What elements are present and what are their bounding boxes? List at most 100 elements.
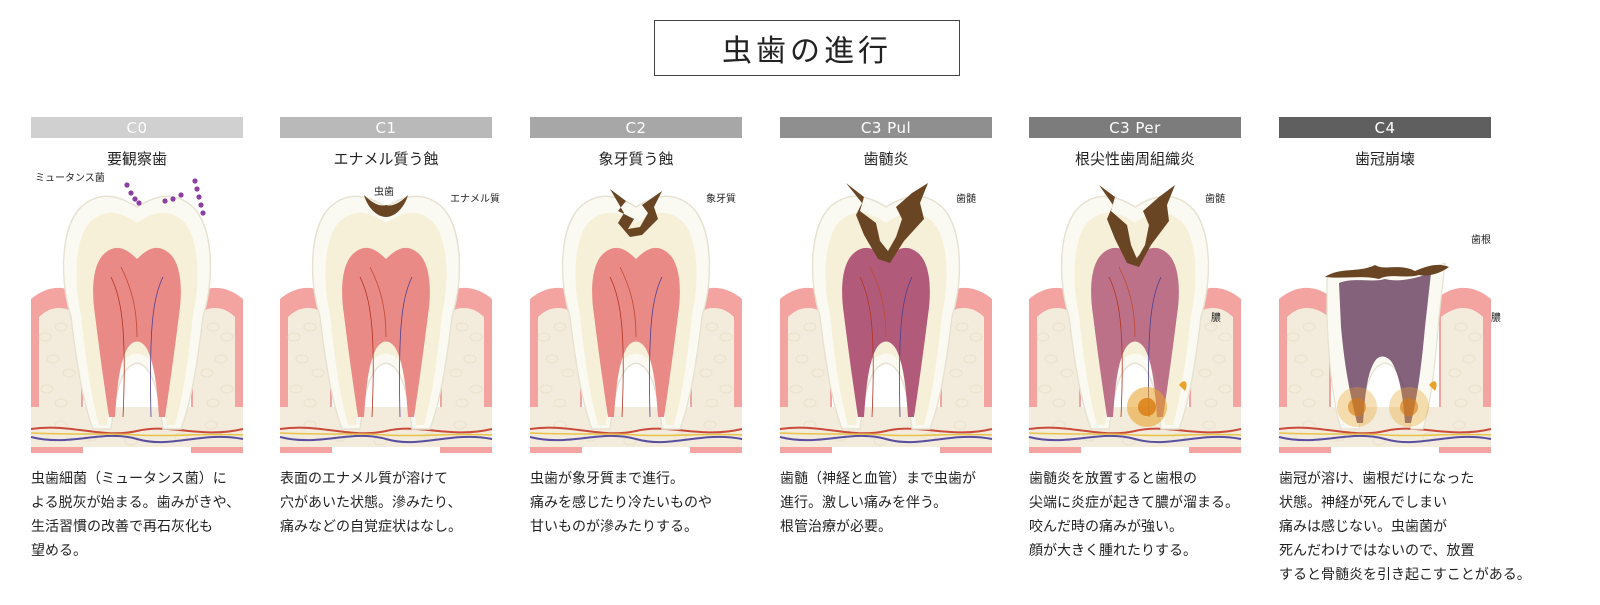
stage-description: 虫歯が象牙質まで進行。 痛みを感じたり冷たいものや 甘いものが滲みたりする。 (530, 471, 712, 535)
stage-c3-per: C3 Per 根尖性歯周組織炎 歯髄 膿 歯髄炎を放置すると歯根の 尖端に炎症が… (1028, 117, 1242, 559)
bone-cell (1212, 354, 1226, 364)
decay-cavity (610, 189, 662, 237)
callout-label: 歯髄 (956, 194, 976, 205)
nerve-line (779, 432, 993, 437)
bone-cell (1286, 332, 1300, 342)
tooth-illustration (1278, 262, 1492, 453)
artery-line (779, 426, 993, 435)
bacteria (124, 178, 206, 216)
bacterium (194, 186, 200, 192)
bone-cell (1204, 322, 1218, 332)
pus-drop (1179, 381, 1187, 391)
vein-line (30, 434, 244, 444)
pulp-vessel (150, 276, 164, 418)
bone-cell (1052, 322, 1066, 332)
bone-cell (1204, 398, 1218, 408)
bone-cell (1036, 332, 1050, 342)
bone-cell (1448, 368, 1462, 378)
pulp-vessels (359, 266, 413, 418)
stage-code-badge: C3 Pul (780, 117, 992, 138)
bone-cell (1302, 398, 1316, 408)
bone-cell (713, 354, 727, 364)
bone-cell (220, 384, 234, 394)
stage-name: 象牙質う蝕 (598, 150, 674, 168)
nerve-line (529, 432, 743, 437)
bone-cell (1468, 332, 1482, 342)
callout-label: 虫歯 (374, 187, 394, 198)
bacterium (178, 192, 184, 198)
bone-cell (949, 368, 963, 378)
stage-description: 歯髄炎を放置すると歯根の 尖端に炎症が起きて膿が溜まる。 咬んだ時の痛みが強い。… (1029, 471, 1239, 559)
bone-cell (1294, 354, 1308, 364)
tooth-illustration (529, 189, 743, 453)
bone-cell (1302, 322, 1316, 332)
bone-cell (795, 354, 809, 364)
bacterium (162, 198, 168, 204)
stage-description: 歯髄（神経と血管）まで虫歯が 進行。激しい痛みを伴う。 根管治療が必要。 (780, 471, 976, 535)
bone-cell (206, 322, 220, 332)
bone-cell (803, 322, 817, 332)
nerve-line (1028, 432, 1242, 437)
pulp-vessel (619, 266, 637, 338)
bone-right (692, 307, 734, 435)
bone-texture (1286, 322, 1482, 446)
callout-label: 膿 (1211, 313, 1221, 324)
pus-core (1348, 398, 1366, 416)
artery-line (529, 426, 743, 435)
pulp-vessel (869, 266, 887, 338)
bone-texture (287, 322, 483, 446)
bone-right (1441, 307, 1483, 435)
artery-line (30, 426, 244, 435)
bone-cell (303, 398, 317, 408)
bone-texture (38, 322, 234, 446)
bone-cell (1452, 420, 1466, 430)
bone-cell (469, 384, 483, 394)
bone-cell (311, 368, 325, 378)
stage-code-badge: C2 (530, 117, 742, 138)
artery-line (1028, 426, 1242, 435)
bone-cell (289, 384, 303, 394)
bone-cell (206, 398, 220, 408)
tooth-illustration (279, 195, 493, 453)
bone-cell (1044, 354, 1058, 364)
bone-cell (787, 332, 801, 342)
vein-line (1028, 434, 1242, 444)
stage-code-badge: C1 (280, 117, 492, 138)
bone-cell (62, 368, 76, 378)
stage-name: 根尖性歯周組織炎 (1074, 150, 1195, 168)
bone-cell (455, 322, 469, 332)
bone-texture (537, 322, 733, 446)
necrotic-pulp (1339, 273, 1431, 423)
bone-cell (54, 322, 68, 332)
bacterium (136, 200, 142, 206)
bone-cell (303, 322, 317, 332)
bacterium (200, 210, 206, 216)
bone-cell (1218, 332, 1232, 342)
pulp-vessel (609, 276, 624, 418)
pulp-vessel (899, 276, 913, 418)
bone-cell (719, 384, 733, 394)
pulp-vessel (359, 276, 374, 418)
bone-right (442, 307, 484, 435)
bone-cell (545, 354, 559, 364)
callout-label: エナメル質 (450, 194, 500, 205)
bone-cell (463, 354, 477, 364)
bone-cell (705, 398, 719, 408)
bone-cell (969, 384, 983, 394)
bone-cell (955, 398, 969, 408)
bone-cell (449, 368, 463, 378)
bone-cell (537, 332, 551, 342)
bone-cell (969, 332, 983, 342)
bone-cell (539, 384, 553, 394)
callout-label: 膿 (1491, 313, 1501, 324)
bone-cell (803, 398, 817, 408)
pulp-vessel (369, 266, 387, 338)
vein-line (779, 434, 993, 444)
bone-cell (1198, 368, 1212, 378)
bone-cell (963, 354, 977, 364)
stage-description: 虫歯細菌（ミュータンス菌）に よる脱灰が始まる。歯みがきや、 生活習慣の改善で再… (31, 471, 241, 559)
stage-name: 要観察歯 (106, 150, 167, 168)
stage-code-badge: C4 (1279, 117, 1491, 138)
stage-description: 歯冠が溶け、歯根だけになった 状態。神経が死んでしまい 痛みは感じない。虫歯菌が… (1279, 471, 1531, 583)
bone-cell (1454, 398, 1468, 408)
